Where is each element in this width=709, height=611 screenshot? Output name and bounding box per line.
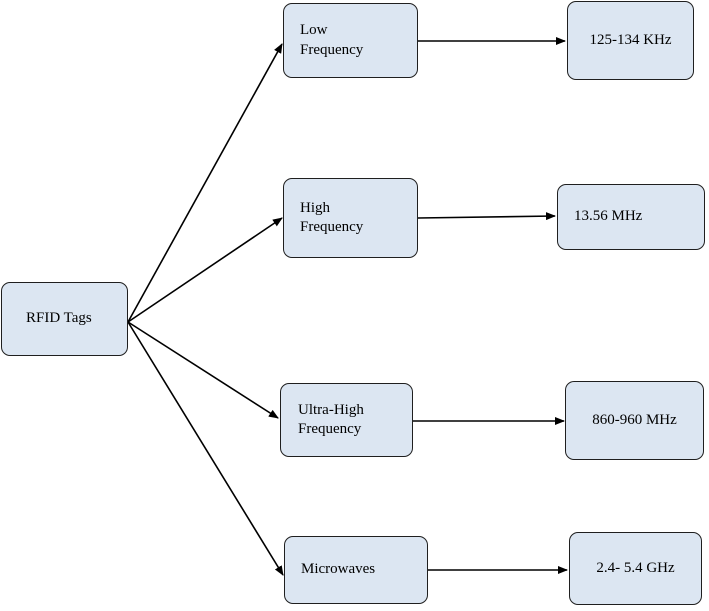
root-label: RFID Tags (26, 310, 92, 327)
value-node-high-frequency: 13.56 MHz (557, 184, 705, 250)
category-node-high-frequency: High Frequency (283, 178, 418, 258)
arrow-high-frequency-to-value (417, 212, 556, 221)
category-label-low-frequency: Low Frequency (300, 22, 364, 58)
category-label-ultra-high-frequency: Ultra-High Frequency (298, 401, 364, 438)
category-label-high-frequency: High Frequency (300, 199, 364, 236)
value-node-low-frequency: 125-134 KHz (567, 1, 694, 80)
arrow-root-to-ultra-high-frequency (127, 321, 279, 419)
root-node-rfid-tags: RFID Tags (1, 282, 128, 356)
value-node-microwaves: 2.4- 5.4 GHz (569, 532, 702, 605)
value-label-microwaves: 2.4- 5.4 GHz (596, 559, 675, 576)
arrow-root-to-microwaves (127, 321, 284, 576)
value-label-low-frequency: 125-134 KHz (589, 31, 672, 48)
category-node-microwaves: Microwaves (284, 536, 428, 604)
value-node-ultra-high-frequency: 860-960 MHz (565, 381, 704, 460)
value-label-high-frequency: 13.56 MHz (574, 208, 643, 225)
arrow-root-to-low-frequency (127, 43, 283, 323)
category-node-low-frequency: Low Frequency (283, 3, 418, 78)
arrow-root-to-high-frequency (127, 217, 283, 323)
category-node-ultra-high-frequency: Ultra-High Frequency (280, 383, 413, 457)
category-label-microwaves: Microwaves (301, 561, 376, 578)
value-label-ultra-high-frequency: 860-960 MHz (592, 411, 677, 428)
